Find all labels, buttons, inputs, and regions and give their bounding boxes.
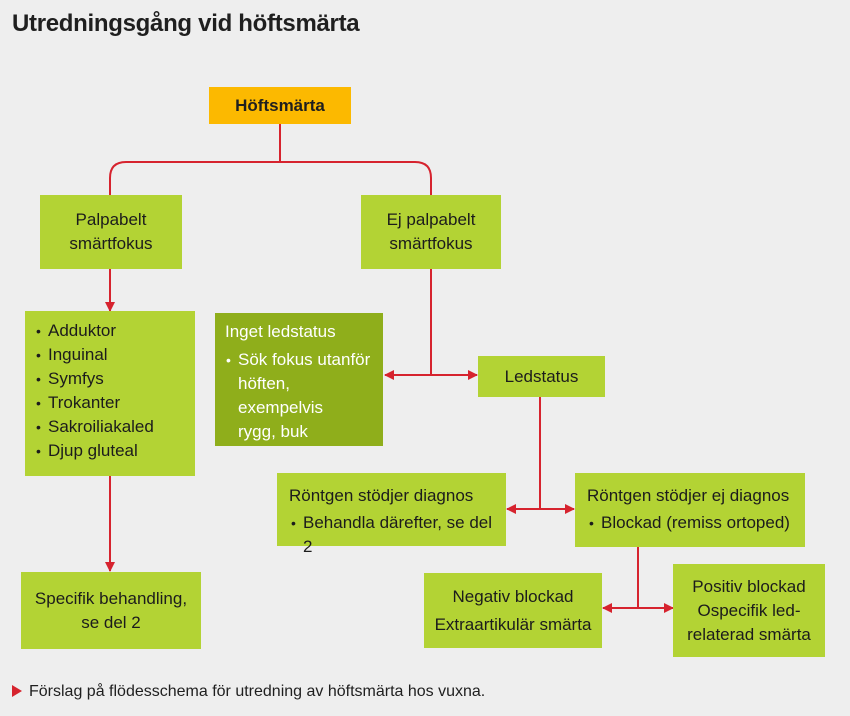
bullet-line: Sök fokus utanför (238, 350, 371, 369)
list-item: Symfys (35, 367, 185, 391)
node-palpabelt-line2: smärtfokus (69, 234, 153, 253)
node-ledstatus-label: Ledstatus (504, 366, 579, 386)
node-rontgen-ej-heading: Röntgen stödjer ej diagnos (587, 486, 790, 505)
node-ej-palpabelt-line1: Ej palpabelt (386, 210, 476, 229)
node-hoftsmarta: Höftsmärta (209, 87, 351, 124)
node-specifik-line1: Specifik behandling, (34, 588, 188, 608)
connector-root-split (109, 124, 432, 195)
node-inget-ledstatus: Inget ledstatus • Sök fokus utanför höft… (215, 313, 383, 446)
list-item: Djup gluteal (35, 439, 185, 463)
node-negativ-line1: Negativ blockad (452, 586, 574, 606)
bullet-text: Behandla därefter, se del 2 (303, 513, 493, 556)
node-rontgen-ej-bullet: • Blockad (remiss ortoped) (589, 513, 790, 532)
node-positiv-line1: Positiv blockad (692, 576, 806, 596)
list-item: Inguinal (35, 343, 185, 367)
bullet-line: höften, exempelvis (238, 374, 324, 417)
node-negativ-blockad: Negativ blockad Extraartikulär smärta (424, 573, 602, 648)
bullet-text: Blockad (remiss ortoped) (601, 513, 790, 532)
node-palpabelt-line1: Palpabelt (75, 210, 147, 229)
localization-list: Adduktor Inguinal Symfys Trokanter Sakro… (35, 319, 185, 463)
node-inget-ledstatus-heading: Inget ledstatus (225, 322, 336, 341)
node-negativ-line2: Extraartikulär smärta (434, 614, 592, 634)
node-localizations: Adduktor Inguinal Symfys Trokanter Sakro… (25, 311, 195, 476)
node-palpabelt: Palpabelt smärtfokus (40, 195, 182, 269)
node-ledstatus: Ledstatus (478, 356, 605, 397)
caption-text: Förslag på flödesschema för utredning av… (29, 683, 486, 700)
list-item: Adduktor (35, 319, 185, 343)
node-specifik-line2: se del 2 (81, 612, 141, 632)
node-ej-palpabelt-line2: smärtfokus (389, 234, 473, 253)
node-inget-ledstatus-bullet: • Sök fokus utanför höften, exempelvis r… (225, 348, 373, 444)
node-positiv-blockad: Positiv blockad Ospecifik led- relaterad… (673, 564, 825, 657)
node-positiv-line3: relaterad smärta (687, 624, 811, 644)
bullet-line: rygg, buk (238, 422, 308, 441)
node-rontgen-stodjer-heading: Röntgen stödjer diagnos (289, 486, 474, 505)
figure-caption: Förslag på flödesschema för utredning av… (12, 683, 485, 701)
list-item: Trokanter (35, 391, 185, 415)
node-rontgen-stodjer-bullet: • Behandla därefter, se del 2 (291, 513, 493, 556)
diagram-title: Utredningsgång vid höftsmärta (12, 10, 360, 37)
list-item: Sakroiliakaled (35, 415, 185, 439)
node-specifik-behandling: Specifik behandling, se del 2 (21, 572, 201, 649)
node-hoftsmarta-label: Höftsmärta (235, 95, 325, 115)
node-rontgen-ej: Röntgen stödjer ej diagnos • Blockad (re… (575, 473, 805, 547)
caption-triangle-icon (12, 685, 22, 697)
node-positiv-line2: Ospecifik led- (697, 600, 801, 620)
node-rontgen-stodjer: Röntgen stödjer diagnos • Behandla däref… (277, 473, 506, 556)
node-ej-palpabelt: Ej palpabelt smärtfokus (361, 195, 501, 269)
